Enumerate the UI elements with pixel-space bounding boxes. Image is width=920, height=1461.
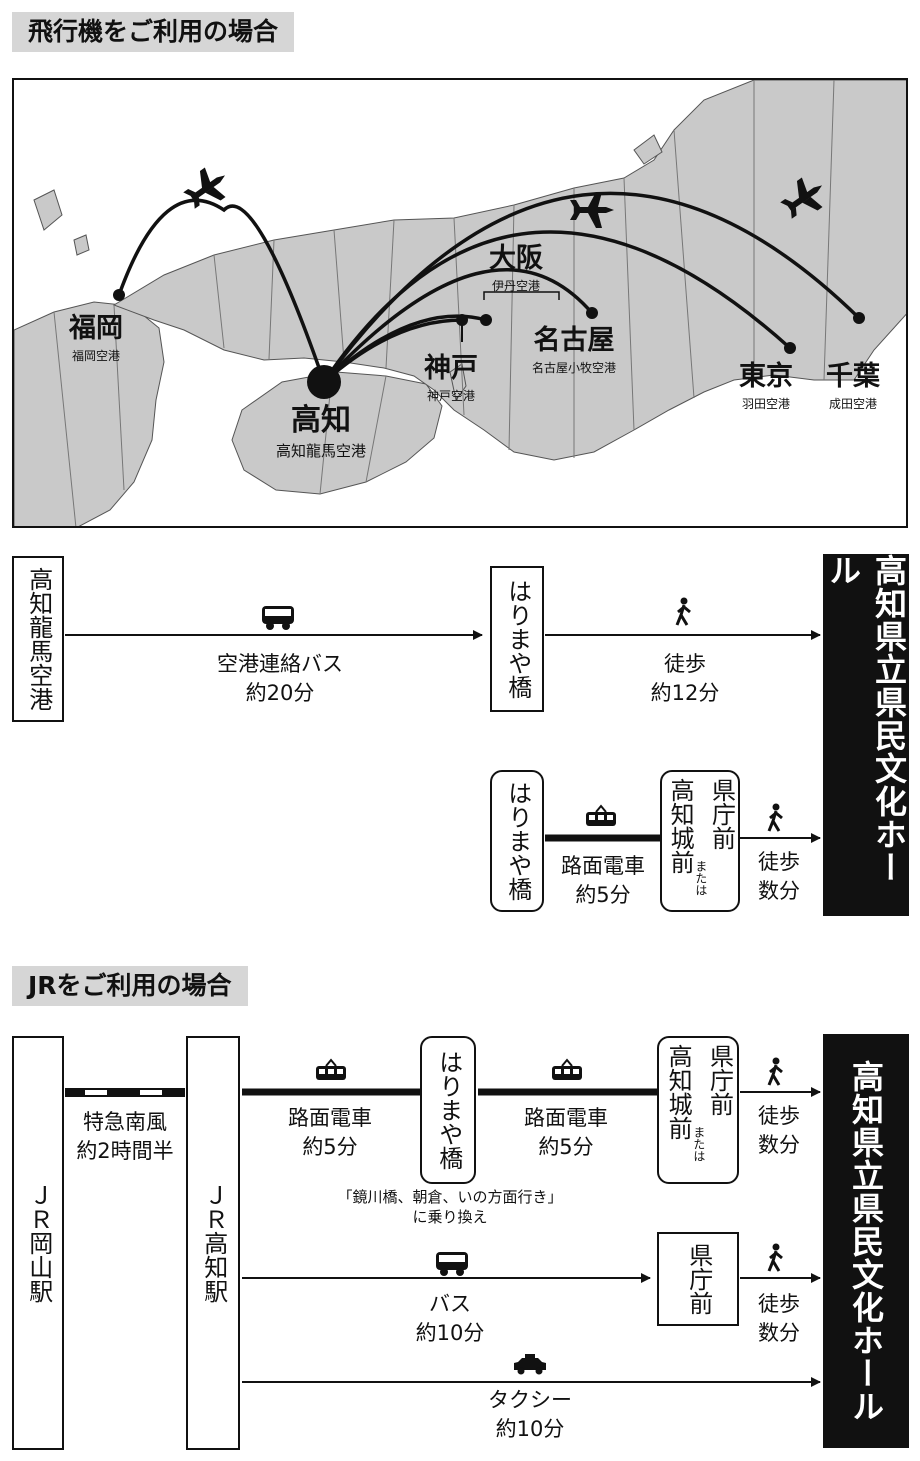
city-name: 東京 bbox=[739, 361, 793, 392]
stop-kochi-ryoma-airport: 高知龍馬空港 bbox=[12, 556, 64, 722]
stop-kochijomae: 高知城前 bbox=[666, 778, 695, 874]
express-label: 特急南風 約2時間半 bbox=[66, 1108, 184, 1167]
stop-kencho-or-kochijo: 県庁前 または 高知城前 bbox=[657, 1036, 739, 1184]
stop-kochijomae: 高知城前 bbox=[664, 1044, 693, 1140]
city-fukuoka: 福岡 福岡空港 bbox=[69, 310, 123, 365]
jr-bus-label: バス 約10分 bbox=[380, 1290, 520, 1349]
city-nagoya: 名古屋 名古屋小牧空港 bbox=[532, 322, 616, 377]
city-kobe: 神戸 神戸空港 bbox=[424, 350, 478, 405]
transfer-note: 「鏡川橋、朝倉、いの方面行き」 に乗り換え bbox=[330, 1188, 570, 1227]
stop-jr-kochi: ＪＲ高知駅 bbox=[186, 1036, 240, 1450]
transfer-note-line2: に乗り換え bbox=[412, 1207, 488, 1226]
stop-kenchomae: 県庁前 bbox=[707, 778, 736, 850]
route2-leg1-label: 路面電車 約5分 bbox=[548, 852, 658, 911]
duration: 約5分 bbox=[302, 1135, 358, 1160]
mode-name: タクシー bbox=[488, 1388, 572, 1412]
mode-name: バス bbox=[429, 1292, 471, 1316]
route1-leg1-label: 空港連絡バス 約20分 bbox=[195, 650, 365, 709]
city-osaka: 大阪 伊丹空港 bbox=[489, 240, 543, 295]
stop-kencho-or-kochijo: 県庁前 または 高知城前 bbox=[660, 770, 740, 912]
tram-icon bbox=[316, 804, 616, 1080]
duration: 約10分 bbox=[415, 1321, 485, 1346]
airport-name: 名古屋小牧空港 bbox=[532, 360, 617, 375]
stop-or: または bbox=[693, 860, 708, 896]
mode-name: 徒歩 bbox=[758, 1292, 800, 1316]
stop-harimayabashi: はりまや橋 bbox=[420, 1036, 476, 1184]
stop-harimayabashi: はりまや橋 bbox=[490, 566, 544, 712]
route1-leg2-label: 徒歩 約12分 bbox=[630, 650, 740, 709]
stop-harimayabashi: はりまや橋 bbox=[490, 770, 544, 912]
airport-name: 伊丹空港 bbox=[491, 278, 540, 293]
jr-taxi-label: タクシー 約10分 bbox=[450, 1386, 610, 1445]
duration: 約20分 bbox=[245, 681, 315, 706]
stop-kenchomae: 県庁前 bbox=[657, 1232, 739, 1326]
jr-section-title: JRをご利用の場合 bbox=[12, 966, 248, 1006]
bus-icon bbox=[436, 1252, 468, 1276]
mode-name: 徒歩 bbox=[758, 1104, 800, 1128]
mode-name: 徒歩 bbox=[758, 850, 800, 874]
duration: 約10分 bbox=[495, 1417, 565, 1442]
mode-name: 路面電車 bbox=[561, 854, 645, 878]
map-graphic bbox=[14, 80, 906, 526]
airport-name: 福岡空港 bbox=[71, 348, 120, 363]
duration: 数分 bbox=[758, 1133, 800, 1158]
air-section-title: 飛行機をご利用の場合 bbox=[12, 12, 295, 52]
airport-name: 神戸空港 bbox=[426, 388, 475, 403]
mode-name: 徒歩 bbox=[664, 652, 706, 676]
city-name: 福岡 bbox=[69, 313, 123, 344]
city-chiba: 千葉 成田空港 bbox=[826, 358, 880, 413]
city-name: 千葉 bbox=[826, 361, 880, 392]
jr-tram-leg1-label: 路面電車 約5分 bbox=[260, 1104, 400, 1163]
duration: 約5分 bbox=[538, 1135, 594, 1160]
city-name: 大阪 bbox=[489, 243, 543, 274]
route-map: 福岡 福岡空港 大阪 伊丹空港 神戸 神戸空港 名古屋 名古屋小牧空港 東京 羽… bbox=[12, 78, 908, 528]
destination-hall: 高知県立県民文化ホール bbox=[823, 1034, 909, 1448]
transfer-note-line1: 「鏡川橋、朝倉、いの方面行き」 bbox=[337, 1188, 563, 1206]
city-name: 名古屋 bbox=[533, 325, 615, 356]
bus-icon bbox=[262, 606, 294, 630]
duration: 数分 bbox=[758, 879, 800, 904]
airport-name: 成田空港 bbox=[828, 396, 877, 411]
city-name: 高知 bbox=[291, 403, 351, 438]
airport-name: 羽田空港 bbox=[741, 396, 790, 411]
city-name: 神戸 bbox=[424, 353, 478, 384]
mode-name: 路面電車 bbox=[524, 1106, 608, 1130]
jr-tram-walk-label: 徒歩 数分 bbox=[742, 1102, 816, 1161]
stop-or: または bbox=[691, 1126, 706, 1162]
jr-bus-walk-label: 徒歩 数分 bbox=[742, 1290, 816, 1349]
taxi-icon bbox=[514, 1354, 546, 1375]
route2-leg2-label: 徒歩 数分 bbox=[742, 848, 816, 907]
airport-name: 高知龍馬空港 bbox=[276, 442, 367, 460]
destination-hall: 高知県立県民文化ホール bbox=[823, 554, 909, 916]
duration: 約2時間半 bbox=[76, 1139, 174, 1164]
jr-tram-leg2-label: 路面電車 約5分 bbox=[496, 1104, 636, 1163]
stop-jr-okayama: ＪＲ岡山駅 bbox=[12, 1036, 64, 1450]
duration: 約12分 bbox=[650, 681, 720, 706]
mode-name: 空港連絡バス bbox=[217, 652, 343, 676]
city-kochi: 高知 高知龍馬空港 bbox=[276, 400, 366, 462]
duration: 数分 bbox=[758, 1321, 800, 1346]
duration: 約5分 bbox=[575, 883, 631, 908]
mode-name: 特急南風 bbox=[83, 1110, 167, 1134]
walk-icon bbox=[675, 597, 783, 1272]
city-tokyo: 東京 羽田空港 bbox=[739, 358, 793, 413]
stop-kenchomae: 県庁前 bbox=[705, 1044, 734, 1116]
mode-name: 路面電車 bbox=[288, 1106, 372, 1130]
